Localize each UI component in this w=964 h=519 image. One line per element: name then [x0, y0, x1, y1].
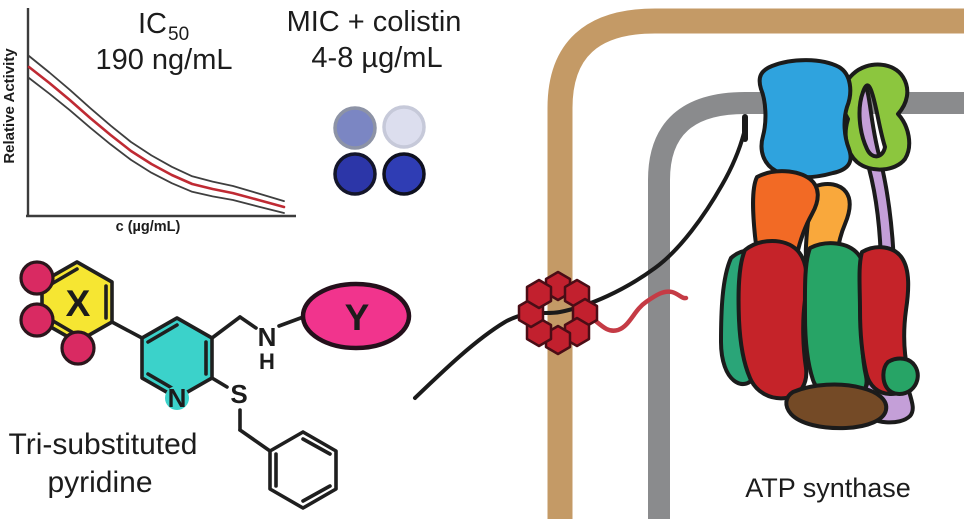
amine-h-label: H — [259, 349, 275, 374]
outer-membrane — [547, 8, 964, 519]
dose-response-chart: Relative Activity c (µg/mL) IC 50 190 ng… — [1, 8, 296, 235]
mic-title-line2: 4-8 µg/mL — [311, 42, 442, 74]
benzyl-ring — [268, 430, 338, 510]
substituent-dot-3 — [60, 330, 96, 366]
y-substituent-label: Y — [345, 297, 370, 338]
y-group-ellipse — [300, 281, 412, 351]
bond-ch2-up — [210, 315, 242, 340]
lps-chain-group — [413, 114, 748, 400]
membrane-anchor-tick — [742, 114, 748, 142]
confidence-upper-curve — [28, 55, 285, 203]
membranes — [547, 8, 964, 519]
lps-chain — [413, 131, 746, 400]
bond-ring-to-s — [210, 376, 229, 389]
ring-n-mask — [165, 386, 189, 410]
atp-f1-red-left — [736, 239, 809, 401]
substituent-dot-2 — [19, 302, 55, 338]
ic50-value: 190 ng/mL — [95, 44, 232, 76]
assay-well-top-left — [333, 106, 377, 150]
mic-panel: MIC + colistin 4-8 µg/mL — [287, 6, 462, 196]
polymyxin-rosette — [517, 270, 599, 356]
rosette-unit-8 — [525, 278, 553, 310]
thioether-s-label: S — [230, 379, 247, 409]
atp-f1-green-middle — [802, 241, 869, 403]
fit-curve — [27, 65, 286, 209]
bond-x-ring-to-pyridine — [110, 320, 144, 340]
inner-membrane — [648, 92, 964, 519]
atp-synthase-label: ATP synthase — [745, 473, 911, 503]
atp-subunit-green-top — [840, 62, 912, 172]
mic-title-line1: MIC + colistin — [287, 6, 462, 38]
molecule: X N N H Y S Tri-substituted pyridine — [9, 260, 412, 510]
bond-ch2-to-benzyl — [238, 428, 272, 453]
atp-f1-green-small — [881, 356, 920, 396]
molecule-caption-line1: Tri-substituted — [9, 428, 198, 461]
bond-ch2-to-n — [238, 315, 258, 330]
x-substituent-label: X — [66, 283, 91, 324]
assay-well-bottom-left — [333, 152, 377, 196]
atp-subunit-brown — [784, 382, 889, 431]
atp-synthase: ATP synthase — [719, 58, 920, 503]
substituent-dot-1 — [19, 260, 55, 296]
molecule-caption-line2: pyridine — [47, 466, 152, 499]
amine-n-label: N — [258, 322, 277, 352]
benzyl-double-bonds — [274, 437, 332, 503]
assay-well-top-right — [382, 105, 426, 149]
ring-nitrogen-label: N — [168, 383, 187, 413]
ic50-title-prefix: IC — [138, 8, 167, 40]
x-axis-label: c (µg/mL) — [116, 219, 181, 235]
y-axis-label: Relative Activity — [1, 48, 18, 164]
confidence-lower-curve — [28, 77, 285, 214]
ic50-title-subscript: 50 — [168, 24, 189, 45]
lipid-tail — [589, 289, 689, 333]
assay-well-bottom-right — [382, 152, 426, 196]
atp-c-ring-blue — [757, 58, 853, 180]
